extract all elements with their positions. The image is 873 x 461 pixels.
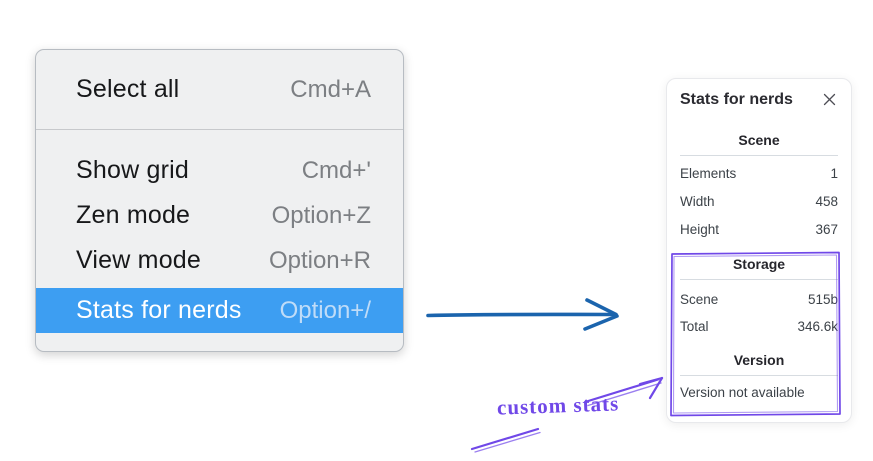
stat-row-total-storage: Total 346.6k [680, 317, 838, 337]
canvas-context-menu: Select all Cmd+A Show grid Cmd+' Zen mod… [35, 49, 404, 352]
stat-value: 515b [807, 292, 838, 307]
section-heading-scene: Scene [738, 132, 780, 148]
menu-item-shortcut: Cmd+' [301, 156, 371, 184]
section-heading-version: Version [733, 352, 785, 368]
menu-group-view-options: Show grid Cmd+' Zen mode Option+Z View m… [36, 130, 403, 333]
stat-row-scene-storage: Scene 515b [680, 290, 838, 310]
menu-item-zen-mode[interactable]: Zen mode Option+Z [36, 193, 403, 238]
menu-item-show-grid[interactable]: Show grid Cmd+' [36, 148, 403, 193]
stat-label: Elements [680, 166, 737, 181]
stat-row-height: Height 367 [680, 220, 838, 240]
close-icon[interactable] [820, 91, 838, 109]
menu-item-stats-for-nerds[interactable]: Stats for nerds Option+/ [36, 288, 403, 333]
stat-label: Height [680, 222, 720, 237]
section-divider [680, 155, 838, 156]
stat-row-elements: Elements 1 [680, 164, 838, 184]
menu-item-view-mode[interactable]: View mode Option+R [36, 238, 403, 283]
menu-item-label: Select all [76, 75, 180, 103]
menu-item-label: Zen mode [76, 201, 191, 229]
stat-label: Total [680, 319, 709, 334]
highlight-sketch-rectangle [670, 251, 841, 417]
menu-item-label: Show grid [76, 156, 189, 184]
menu-item-shortcut: Option+Z [271, 201, 371, 229]
stat-value: 458 [815, 194, 838, 209]
menu-item-shortcut: Cmd+A [290, 75, 371, 103]
stats-panel-header: Stats for nerds [680, 89, 838, 110]
version-note: Version not available [680, 385, 805, 400]
stat-row-width: Width 458 [680, 192, 838, 212]
stat-label: Width [680, 194, 715, 209]
section-divider [680, 375, 838, 376]
annotation-arrow [470, 376, 664, 453]
stats-for-nerds-panel: Stats for nerds Scene Elements 1 Width 4… [666, 78, 852, 423]
stats-panel-title: Stats for nerds [680, 90, 793, 108]
stat-value: 346.6k [797, 319, 838, 334]
menu-item-shortcut: Option+R [268, 246, 371, 274]
menu-item-label: Stats for nerds [76, 296, 242, 324]
menu-item-select-all[interactable]: Select all Cmd+A [36, 50, 403, 129]
menu-divider [36, 129, 403, 130]
stat-value: 367 [815, 222, 838, 237]
section-divider [680, 279, 838, 280]
connector-arrow [426, 298, 619, 331]
stat-value: 1 [830, 166, 838, 181]
menu-item-label: View mode [76, 246, 202, 274]
section-heading-storage: Storage [732, 256, 786, 272]
stat-label: Scene [680, 292, 719, 307]
menu-item-shortcut: Option+/ [279, 296, 371, 324]
